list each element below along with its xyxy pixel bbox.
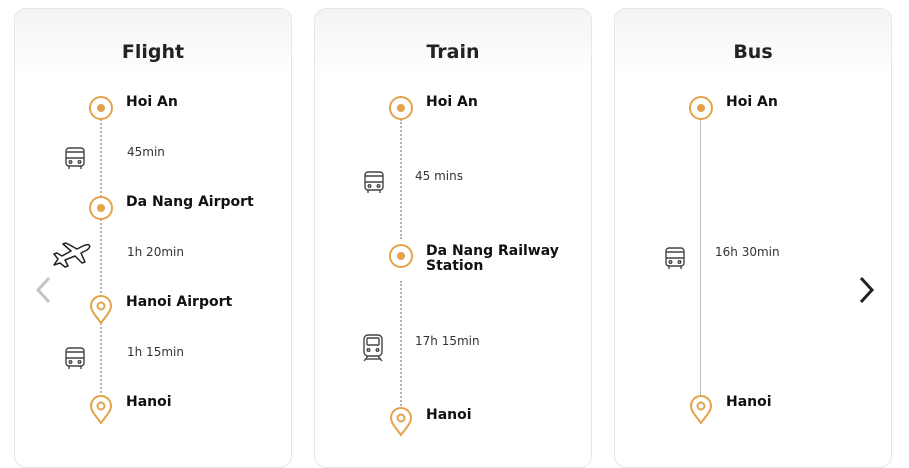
leg-duration: 1h 15min bbox=[127, 345, 184, 359]
leg-duration: 45min bbox=[127, 145, 165, 159]
leg-duration: 16h 30min bbox=[715, 245, 780, 259]
route-line bbox=[700, 119, 701, 409]
chevron-left-icon bbox=[34, 276, 52, 308]
origin-stop-icon bbox=[88, 95, 114, 121]
route-card-train: Train Hoi An 45 mins Da Nang Railway Sta… bbox=[314, 8, 592, 468]
leg-duration: 17h 15min bbox=[415, 334, 480, 348]
stop-label: Hanoi bbox=[726, 394, 772, 410]
stop-label: Hanoi bbox=[426, 407, 472, 423]
train-icon bbox=[360, 333, 386, 363]
location-pin-icon bbox=[388, 407, 414, 437]
location-pin-icon bbox=[688, 395, 714, 425]
location-pin-icon bbox=[88, 295, 114, 325]
card-title: Bus bbox=[733, 41, 773, 63]
origin-stop-icon bbox=[688, 95, 714, 121]
carousel-next-button[interactable] bbox=[852, 272, 882, 312]
route-card-flight: Flight Hoi An 45min Da Nang Airport 1h 2… bbox=[14, 8, 292, 468]
stop-label: Hoi An bbox=[426, 94, 478, 110]
route-line bbox=[400, 281, 402, 409]
transfer-stop-icon bbox=[388, 243, 414, 269]
location-pin-icon bbox=[88, 395, 114, 425]
bus-icon bbox=[361, 169, 387, 195]
carousel-prev-button[interactable] bbox=[28, 272, 58, 312]
transfer-stop-icon bbox=[88, 195, 114, 221]
airplane-icon bbox=[51, 239, 93, 275]
bus-icon bbox=[662, 245, 688, 271]
stop-label: Hoi An bbox=[126, 94, 178, 110]
stop-label: Hanoi bbox=[126, 394, 172, 410]
origin-stop-icon bbox=[388, 95, 414, 121]
route-card-bus: Bus Hoi An 16h 30min Hanoi bbox=[614, 8, 892, 468]
stop-label: Hanoi Airport bbox=[126, 294, 233, 310]
card-title: Train bbox=[426, 41, 480, 63]
leg-duration: 1h 20min bbox=[127, 245, 184, 259]
route-line bbox=[100, 119, 102, 409]
chevron-right-icon bbox=[858, 276, 876, 308]
leg-duration: 45 mins bbox=[415, 169, 463, 183]
stop-label: Da Nang Airport bbox=[126, 194, 254, 210]
bus-icon bbox=[62, 345, 88, 371]
route-line bbox=[400, 119, 402, 239]
stop-label: Hoi An bbox=[726, 94, 778, 110]
bus-icon bbox=[62, 145, 88, 171]
card-title: Flight bbox=[121, 41, 185, 63]
stop-label: Da Nang Railway Station bbox=[426, 243, 559, 274]
